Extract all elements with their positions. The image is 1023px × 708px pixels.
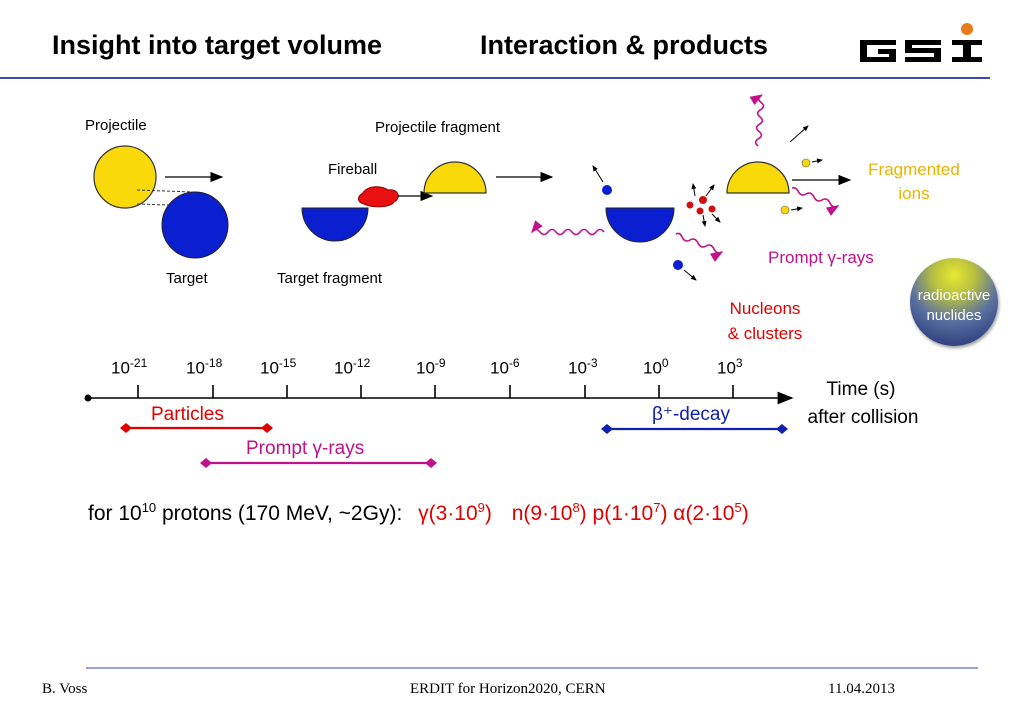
footer-date: 11.04.2013: [828, 681, 895, 697]
footer-author: B. Voss: [42, 681, 88, 697]
yield-gamma: γ(3·109): [418, 500, 492, 525]
fireball-shape: [358, 186, 399, 208]
fireball-label: Fireball: [328, 161, 378, 178]
beta-decay-label: β⁺-decay: [652, 404, 730, 425]
tick-label: 10-9: [416, 356, 446, 378]
target-label: Target: [166, 270, 208, 287]
time-axis-label-2: after collision: [807, 407, 919, 428]
yield-neutrons: n(9·108): [511, 500, 587, 525]
fragmented-ions-label-2: ions: [898, 184, 930, 203]
particles-label: Particles: [151, 404, 224, 425]
tick-label: 103: [717, 356, 743, 378]
projectile-fragment-shape: [423, 161, 487, 194]
header-rule: [0, 77, 990, 79]
page-subtitle: Interaction & products: [480, 30, 769, 60]
radioactive-label-1: radioactive: [917, 287, 991, 304]
yield-suffix: protons (170 MeV, ~2Gy):: [156, 502, 403, 525]
footer-rule: [86, 667, 978, 669]
time-axis-label-1: Time (s): [826, 379, 896, 400]
gsi-logo: [860, 20, 990, 66]
nucleons-label-1: Nucleons: [729, 299, 801, 318]
yield-alpha: α(2·105): [673, 500, 749, 525]
target-nucleus: [161, 191, 229, 259]
prompt-gamma-range: [200, 458, 437, 468]
tick-label: 100: [643, 356, 669, 378]
residual-nucleus-shape: [605, 207, 675, 243]
prompt-gamma-label: Prompt γ-rays: [768, 248, 874, 267]
page-title: Insight into target volume: [52, 30, 383, 60]
tick-label: 10-3: [568, 356, 598, 378]
target-fragment-label: Target fragment: [277, 270, 383, 287]
particles-range: [120, 423, 273, 433]
radioactive-nuclides-label: radioactive nuclides: [902, 286, 1006, 326]
prompt-gamma-range-label: Prompt γ-rays: [246, 438, 365, 459]
nucleons-label-2: & clusters: [727, 324, 803, 343]
radioactive-label-2: nuclides: [926, 307, 982, 324]
gsi-logo-graphic: [860, 23, 982, 62]
yield-prefix: for 10: [88, 502, 142, 525]
tick-label: 10-18: [186, 356, 223, 378]
target-fragment-shape: [301, 207, 369, 242]
yield-summary: for 1010 protons (170 MeV, ~2Gy): γ(3·10…: [88, 500, 749, 525]
tick-label: 10-21: [111, 356, 148, 378]
yield-protons: p(1·107): [592, 500, 668, 525]
fragmented-ions-label-1: Fragmented: [868, 160, 960, 179]
beta-decay-range: [601, 424, 788, 434]
footer-event: ERDIT for Horizon2020, CERN: [410, 681, 606, 697]
fragmented-ion-shape: [726, 161, 790, 194]
tick-label: 10-15: [260, 356, 297, 378]
tick-label: 10-6: [490, 356, 520, 378]
projectile-fragment-label: Projectile fragment: [375, 119, 501, 136]
projectile-label: Projectile: [85, 117, 147, 134]
tick-label: 10-12: [334, 356, 371, 378]
radioactive-nuclides-badge: [910, 258, 998, 346]
projectile-nucleus: [93, 145, 157, 209]
